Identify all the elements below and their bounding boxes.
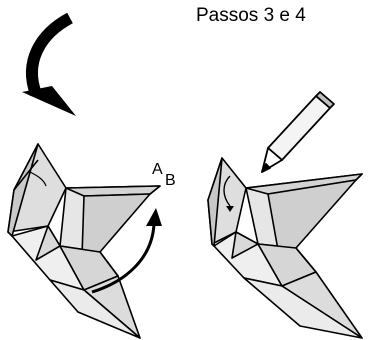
folded-model-step-4 bbox=[207, 157, 363, 339]
point-b-label: B bbox=[165, 172, 176, 189]
small-fold-arrow-icon bbox=[223, 175, 234, 212]
fold-mark-icon bbox=[29, 171, 47, 187]
pencil-icon bbox=[261, 91, 335, 173]
folded-model-step-3 bbox=[7, 143, 161, 339]
page-title: Passos 3 e 4 bbox=[196, 5, 306, 26]
rotate-arrow-icon bbox=[91, 208, 162, 294]
curved-arrow-icon bbox=[22, 12, 76, 116]
point-a-label: A bbox=[152, 161, 163, 178]
